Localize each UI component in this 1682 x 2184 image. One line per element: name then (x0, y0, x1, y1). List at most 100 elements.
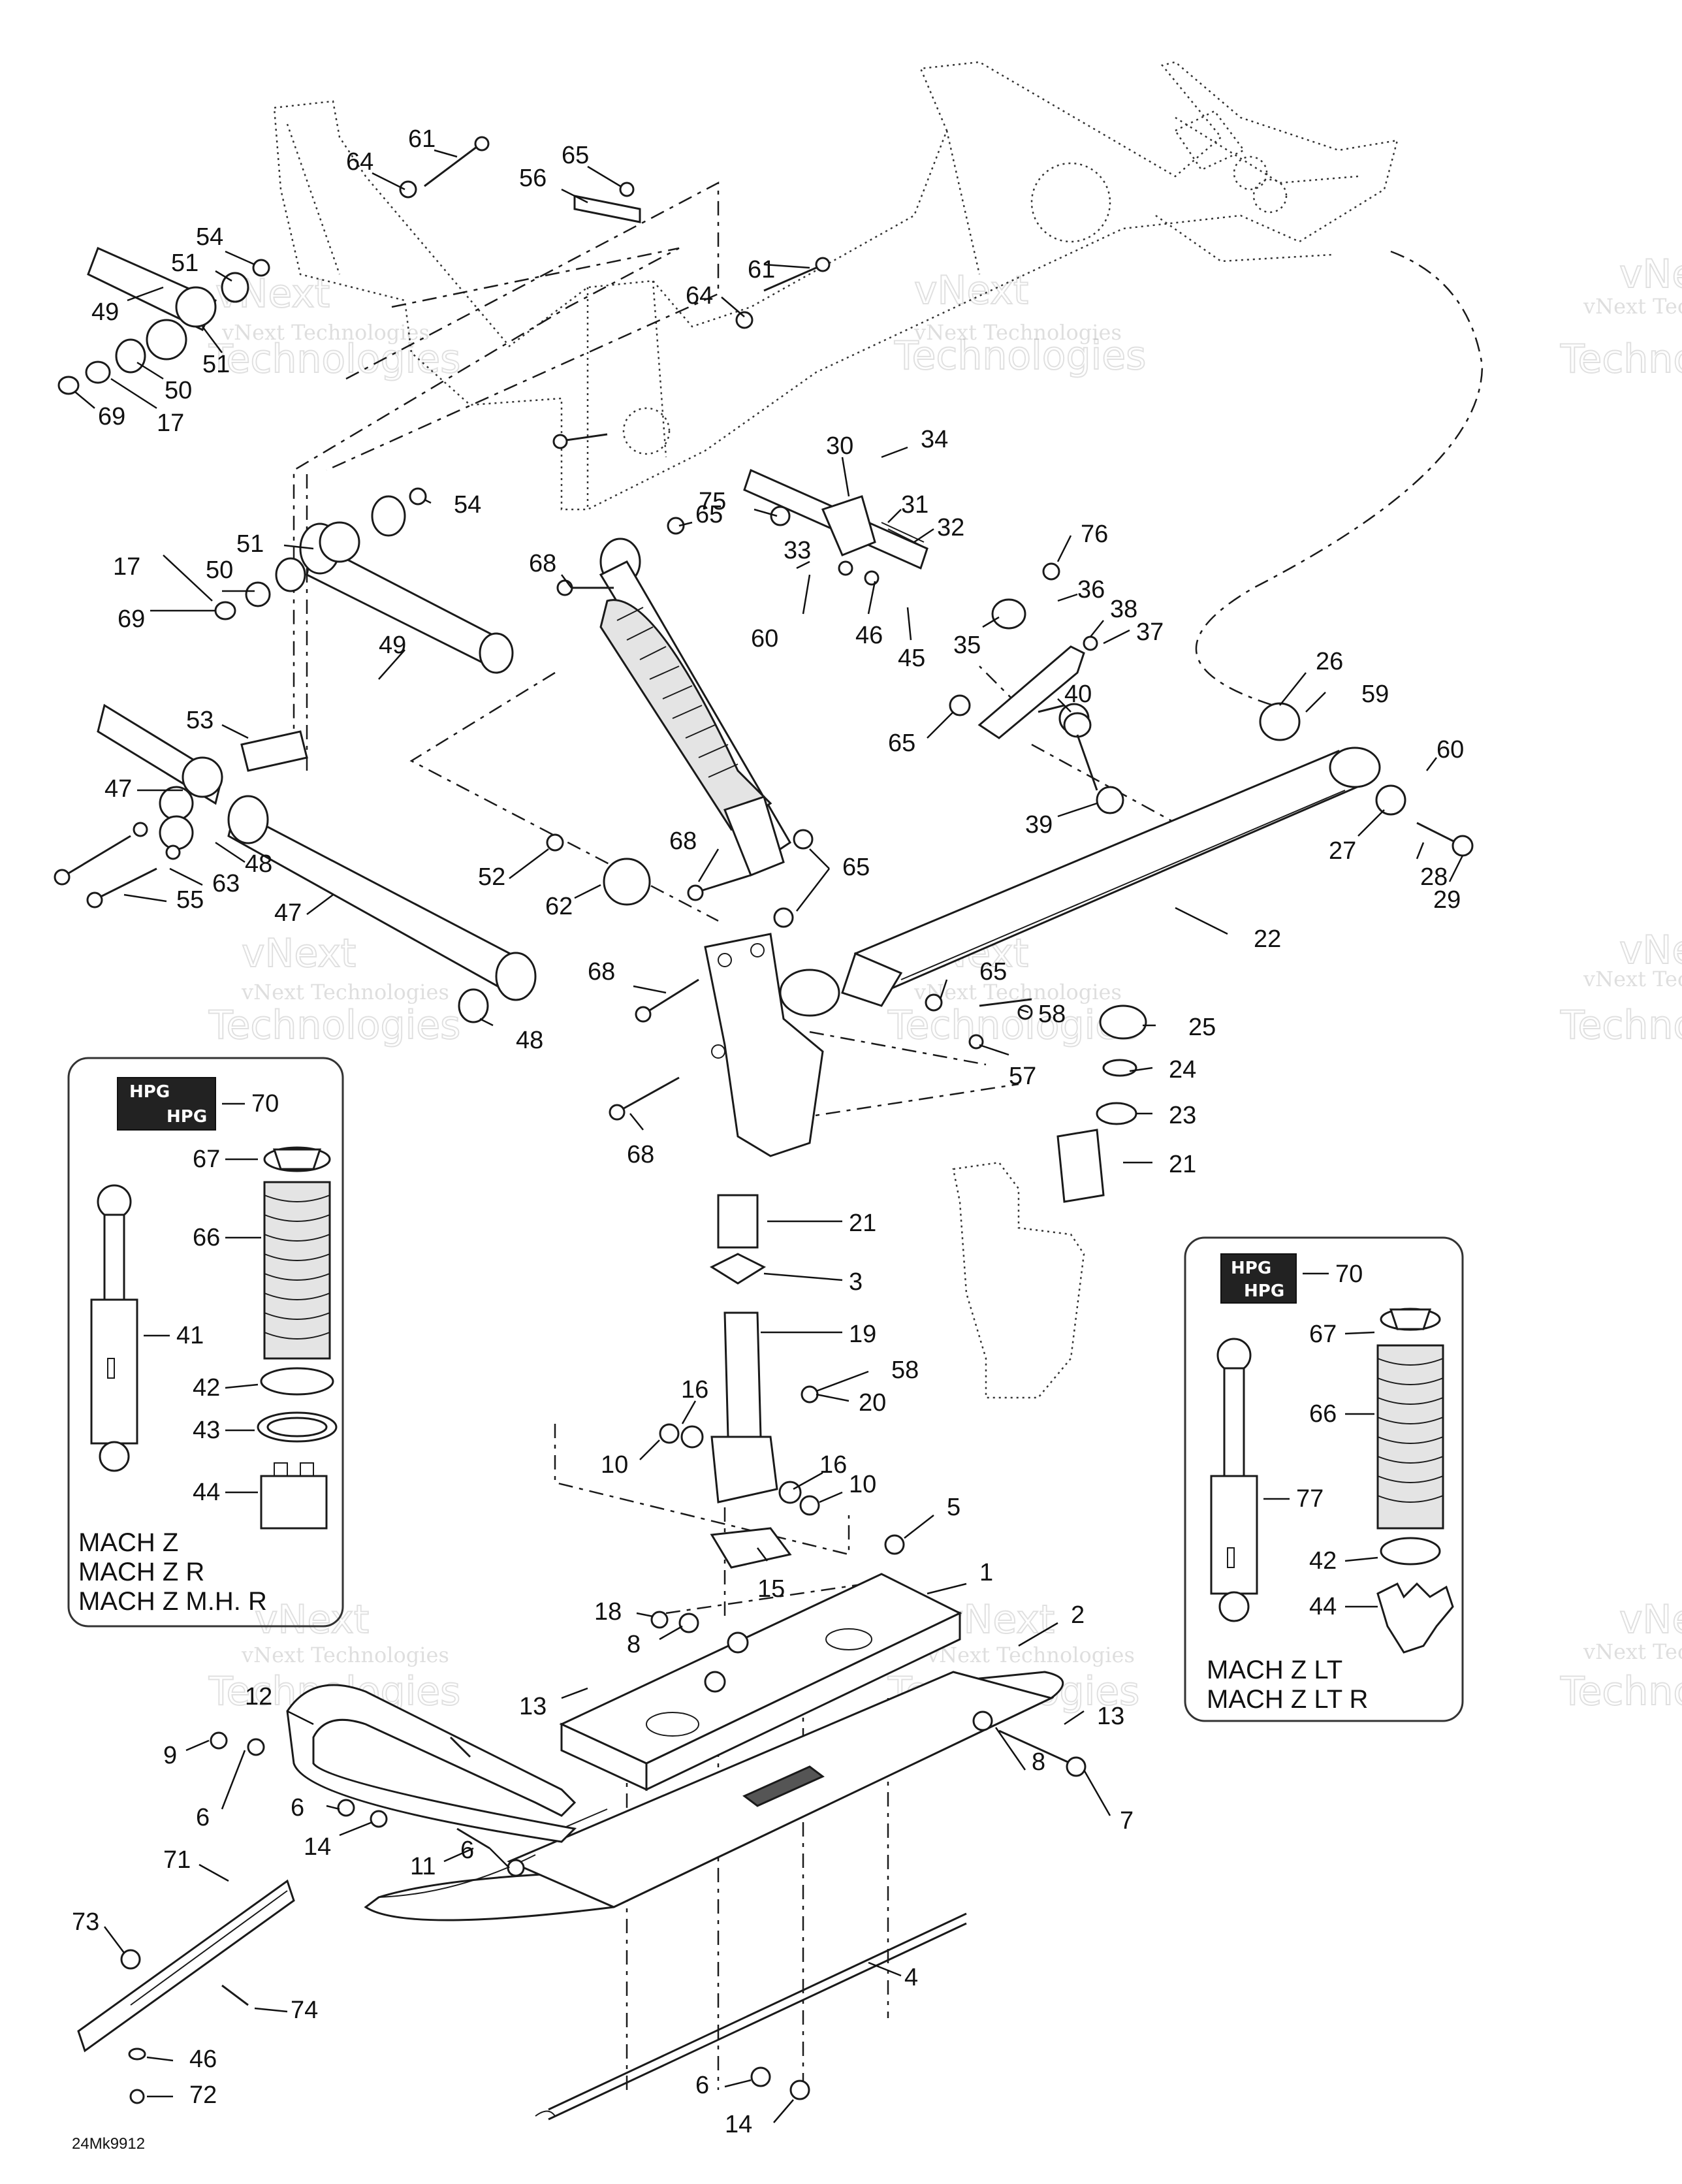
trailing-arm (841, 747, 1381, 1007)
callout-leaders (74, 149, 1464, 2123)
inset-right-shock-variants: HPG HPG 70 67 66 77 42 44 MACH Z LT MAC (1184, 1236, 1464, 1722)
callout-label: 73 (72, 1908, 99, 1936)
main-shock-absorber (599, 538, 792, 876)
decal-text: HPG (167, 1107, 207, 1127)
sway-bar-link (977, 645, 1124, 814)
callout-label: 21 (849, 1210, 876, 1237)
callout-label: 51 (171, 249, 198, 277)
callout-label: 52 (478, 863, 505, 891)
callout-label: 65 (979, 958, 1007, 986)
callout-label: 57 (1009, 1063, 1036, 1090)
callout-label: 35 (953, 632, 981, 659)
callout-label: 64 (346, 148, 373, 176)
callout-label: 60 (751, 625, 778, 652)
callout-label: 47 (104, 775, 132, 803)
callout-label: 75 (699, 488, 726, 515)
callout-label: 22 (1254, 925, 1281, 953)
callout-label: 72 (189, 2081, 217, 2109)
callout-label: 12 (245, 1683, 272, 1710)
watermark-logo-top: vNext (242, 931, 356, 976)
watermarks: vNext Technologies vNext Technologies vN… (208, 251, 1682, 1715)
callout-label: 24 (1169, 1056, 1196, 1084)
callout-label: 66 (1309, 1400, 1337, 1428)
callout-label: 61 (748, 256, 775, 283)
callout-label: 49 (91, 298, 119, 326)
callout-label: 30 (826, 432, 853, 460)
callout-label: 1 (979, 1559, 993, 1586)
watermark-logo-bottom: Techno (1560, 336, 1682, 382)
watermark-text: vNext Techno (1583, 967, 1682, 991)
callout-label: 32 (937, 514, 964, 541)
callout-label: 48 (516, 1027, 543, 1054)
callout-label: 9 (163, 1742, 177, 1769)
callout-label: 53 (186, 707, 214, 734)
callout-label: 58 (1038, 1001, 1066, 1028)
callout-label: 68 (588, 958, 615, 986)
callout-label: 66 (193, 1224, 220, 1251)
model-name: MACH Z M.H. R (78, 1587, 267, 1616)
callout-label: 2 (1071, 1601, 1085, 1629)
callout-label: 43 (193, 1417, 220, 1444)
callout-label: 17 (157, 410, 184, 437)
callout-label: 16 (681, 1376, 708, 1404)
callout-label: 16 (819, 1451, 847, 1479)
decal-text: HPG (1244, 1281, 1284, 1301)
watermark-text: vNext Techno (1583, 1639, 1682, 1664)
watermark-text: vNext Technologies (913, 320, 1122, 345)
callout-label: 3 (849, 1268, 863, 1296)
callout-label: 40 (1064, 681, 1092, 708)
callout-label: 51 (236, 530, 264, 558)
callout-label: 65 (888, 730, 915, 757)
callout-label: 65 (562, 142, 589, 169)
callout-label: 56 (519, 165, 547, 192)
callout-label: 14 (304, 1833, 331, 1861)
steering-arm (743, 468, 928, 570)
callout-label: 76 (1081, 521, 1108, 548)
callout-label: 21 (1169, 1151, 1196, 1178)
callout-label: 69 (98, 403, 125, 430)
model-name: MACH Z (78, 1528, 178, 1557)
watermark-logo-bottom: Techno (1560, 1669, 1682, 1714)
drawing-code: 24Mk9912 (72, 2135, 145, 2153)
callout-label: 55 (176, 886, 204, 914)
watermark-logo-bottom: Techno (1560, 1003, 1682, 1048)
ski-leg-plate (559, 1573, 962, 1791)
callout-label: 39 (1025, 811, 1053, 839)
callout-label: 6 (291, 1794, 304, 1822)
model-name: MACH Z LT (1207, 1656, 1342, 1684)
callout-label: 29 (1433, 886, 1461, 914)
callout-label: 28 (1420, 863, 1448, 891)
callout-label: 42 (1309, 1547, 1337, 1575)
callout-label: 70 (251, 1090, 279, 1117)
watermark-logo-bottom: Technologies (208, 1003, 460, 1048)
watermark-logo-top: vNext (1619, 1597, 1682, 1643)
callout-label: 7 (1120, 1807, 1134, 1835)
callout-label: 6 (196, 1804, 210, 1831)
callout-label: 58 (891, 1357, 919, 1384)
callout-label: 65 (695, 501, 723, 528)
callout-label: 64 (686, 282, 713, 310)
watermark-logo-top: vNext (1619, 927, 1682, 973)
callout-label: 17 (113, 553, 140, 581)
watermark-logo-top: vNext (914, 268, 1028, 313)
watermark-logo-bottom: Technologies (208, 336, 460, 382)
callout-label: 18 (594, 1598, 622, 1626)
callout-label: 68 (529, 550, 556, 577)
callout-numbers: 61 64 65 56 54 51 49 51 50 69 17 61 64 3… (72, 125, 1464, 2138)
callout-label: 41 (176, 1322, 204, 1349)
callout-label: 63 (212, 870, 240, 897)
callout-label: 59 (1361, 681, 1389, 708)
hardware-nuts-washers (57, 180, 1406, 2104)
callout-label: 27 (1329, 837, 1356, 865)
callout-label: 15 (757, 1575, 785, 1603)
callout-label: 46 (189, 2046, 217, 2073)
callout-label: 74 (291, 1997, 318, 2024)
callout-label: 51 (202, 351, 230, 378)
callout-label: 25 (1188, 1014, 1216, 1041)
callout-label: 10 (601, 1451, 628, 1479)
callout-label: 19 (849, 1321, 876, 1348)
callout-label: 26 (1316, 648, 1343, 675)
callout-label: 6 (695, 2072, 709, 2099)
callout-label: 37 (1136, 618, 1164, 646)
